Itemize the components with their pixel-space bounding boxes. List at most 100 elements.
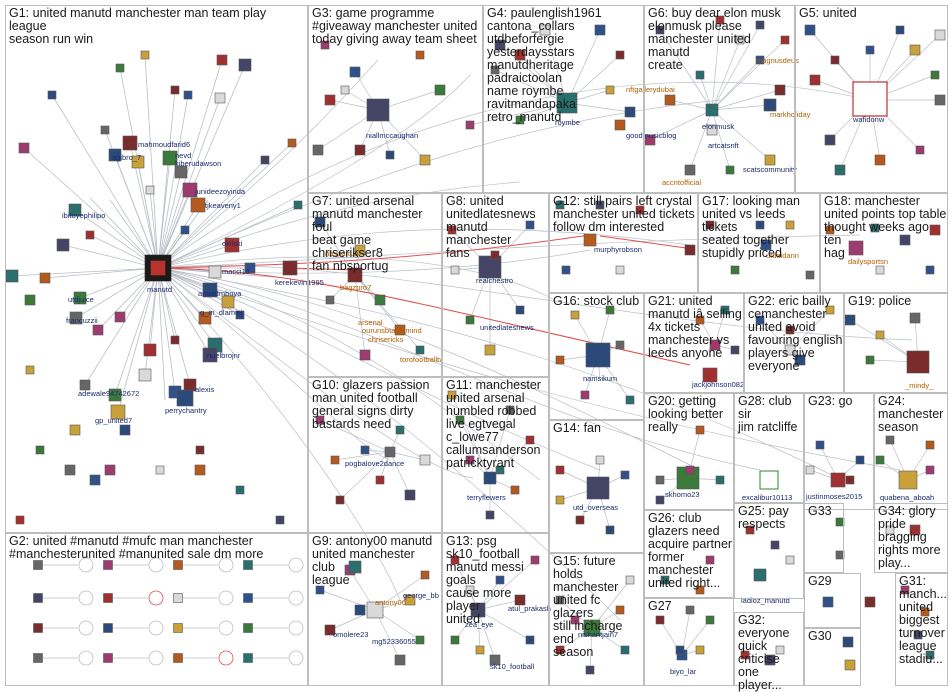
node-avatar: [760, 239, 772, 251]
node-avatar: [895, 25, 905, 35]
node-avatar: [238, 58, 252, 72]
node-avatar: [784, 344, 796, 356]
node-avatar: [208, 265, 222, 279]
node-avatar: [555, 465, 565, 475]
node-avatar: [530, 555, 540, 565]
group-title-g29: G29: [808, 574, 832, 588]
node-avatar: [764, 154, 776, 166]
edge: [51, 94, 159, 269]
node-avatar: [755, 315, 765, 325]
node-avatar: [925, 265, 935, 275]
node-avatar: [655, 25, 665, 35]
edge: [334, 451, 391, 461]
node-avatar: [555, 355, 565, 365]
edge: [451, 394, 491, 479]
node-label-gp-united7: gp_united7: [95, 416, 132, 425]
node-avatar: [730, 345, 740, 355]
node-label-biyo-lar: biyo_lar: [670, 667, 697, 676]
edge: [566, 29, 601, 104]
node-label-utdjuice: utdjuice: [68, 295, 94, 304]
node-avatar: [138, 368, 152, 382]
edge: [144, 267, 159, 376]
node-avatar: [145, 185, 155, 195]
node-avatar: [394, 324, 406, 336]
group-box-g21: G21: united manutd iâ selling 4x tickets…: [644, 293, 744, 393]
node-avatar: [108, 388, 122, 402]
group-box-g8: G8: united unitedlatesnews manutd manche…: [442, 193, 549, 377]
node-avatar: [885, 525, 895, 535]
node-avatar: [780, 35, 790, 45]
edge: [354, 274, 366, 356]
node-label-realchestro: realchestro: [476, 276, 513, 285]
node-avatar: [79, 379, 91, 391]
node-avatar: [615, 265, 625, 275]
node-label-alexis: alexis: [195, 385, 214, 394]
node-avatar: [173, 593, 183, 603]
node-avatar: [575, 515, 585, 525]
node-avatar: [349, 66, 361, 78]
node-avatar: [173, 623, 183, 633]
group-title-g11: G11: manchester united arsenal humbled r…: [446, 378, 541, 470]
node-avatar: [594, 24, 606, 36]
node-avatar: [24, 294, 36, 306]
group-title-g28: G28: club sir jim ratcliffe: [738, 394, 798, 434]
node-avatar: [475, 645, 485, 655]
edge: [454, 559, 479, 611]
group-box-g15: G15: future holds manchester united fc g…: [549, 553, 644, 686]
edge: [711, 19, 721, 111]
group-box-g20: G20: getting looking better really: [644, 393, 734, 510]
group-box-g13: G13: psg sk10_football manutd messi goal…: [442, 533, 549, 686]
edge: [711, 109, 771, 161]
edge: [157, 267, 166, 401]
edge: [157, 142, 293, 269]
node-avatar: [495, 575, 505, 585]
node-label-accntofficial: accntofficial: [662, 178, 701, 187]
node-avatar: [684, 164, 696, 176]
node-avatar: [39, 272, 51, 284]
edge: [849, 319, 919, 363]
node-avatar: [119, 424, 131, 436]
node-avatar: [555, 495, 565, 505]
node-avatar: [715, 475, 725, 485]
node-avatar: [906, 350, 930, 374]
node-label-jackjohnson082: jackjohnson082: [691, 380, 744, 389]
node-avatar: [395, 425, 405, 435]
group-title-g27: G27: [648, 599, 672, 613]
node-avatar: [260, 155, 270, 165]
edge-highlight: [599, 235, 687, 249]
node-avatar: [15, 515, 25, 525]
node-avatar: [834, 164, 846, 176]
edge: [711, 39, 741, 111]
group-title-g13: G13: psg sk10_football manutd messi goal…: [446, 534, 524, 626]
node-avatar: [69, 311, 83, 325]
node-avatar: [830, 472, 846, 488]
node-label-nbsportug: nbsportug: [325, 249, 358, 258]
node-avatar: [510, 485, 520, 495]
node-avatar: [555, 645, 565, 655]
edge: [157, 267, 761, 471]
node-avatar: [484, 344, 496, 356]
node-avatar: [855, 455, 865, 465]
node-avatar: [929, 224, 941, 236]
node-avatar: [583, 619, 601, 637]
node-avatar: [394, 654, 406, 666]
node-label-elonmusk: elonmusk: [702, 122, 734, 131]
node-label-perrychantry: perrychantry: [165, 406, 207, 415]
edge: [157, 159, 266, 269]
node-avatar: [556, 92, 578, 114]
node-label-justinmoses2015: justinmoses2015: [805, 492, 862, 501]
node-avatar: [583, 233, 597, 247]
node-avatar: [25, 365, 35, 375]
node-avatar: [244, 262, 256, 274]
node-label-nishantjain7: nishantjain7: [578, 630, 618, 639]
node-avatar: [190, 197, 206, 213]
node-avatar: [655, 475, 665, 485]
group-title-g31: G31: manch... united biggest turnover le…: [899, 574, 947, 666]
node-avatar: [202, 282, 218, 298]
group-box-g11: G11: manchester united arsenal humbled r…: [442, 377, 549, 533]
edge: [489, 409, 511, 479]
node-avatar: [174, 165, 188, 179]
node-avatar: [785, 555, 795, 565]
edge: [374, 609, 401, 661]
group-title-g5: G5: united: [799, 6, 857, 20]
